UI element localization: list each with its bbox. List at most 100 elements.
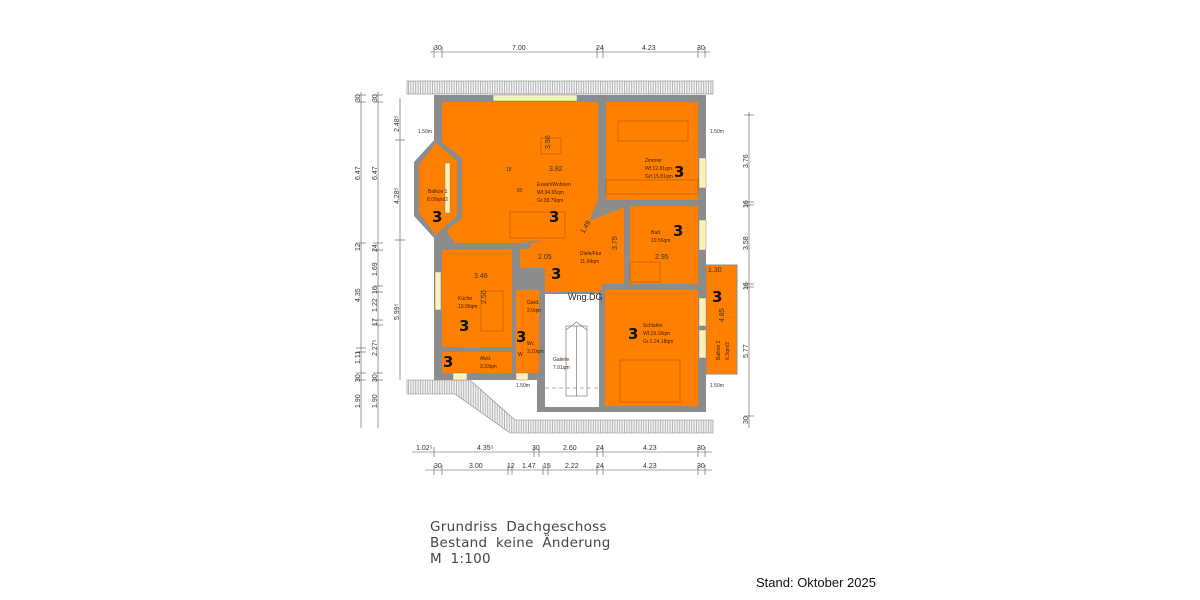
room-abst: Abst. 3.33qm 3: [443, 353, 497, 371]
dim-essen-small2: 80: [517, 188, 523, 194]
dim-left-inner-4: 16: [372, 286, 379, 294]
room-area: 8.09qm/2: [427, 197, 448, 203]
stairwell-galerie: [545, 294, 599, 407]
dim-bottom2-6: 24: [596, 463, 604, 470]
dim-bottom2-0: 30: [434, 463, 442, 470]
room-wfl: Wf.34.65qm: [537, 190, 564, 196]
dim-left-inner-8: 30: [372, 374, 379, 382]
room-number: 3: [628, 325, 638, 343]
room-number: 3: [432, 208, 442, 226]
room-name: Küche: [458, 296, 472, 302]
unit-label: Wng.DG: [568, 292, 603, 302]
room-area: 6.3qm/2: [725, 342, 731, 360]
dim-right-3: 16: [743, 282, 750, 290]
dim-win-br: 1.50m: [710, 383, 724, 389]
room-balkon1: Balkon 1 8.09qm/2 3: [427, 189, 448, 226]
dim-flur-w: 2.05: [538, 254, 552, 261]
dim-left-outer-6: 1.90: [355, 394, 362, 408]
dim-bottom2-4: 15: [543, 463, 551, 470]
dim-right-2: 3.58: [743, 236, 750, 250]
windows: [434, 94, 707, 381]
stand-date: Stand: Oktober 2025: [756, 575, 876, 590]
stair-outline: [545, 321, 599, 397]
room-area: 2.0qm: [527, 308, 541, 314]
dim-bottom1-4: 24: [596, 445, 604, 452]
dim-kueche-h: 2.50: [481, 290, 488, 304]
dim-bad-w: 2.95: [655, 254, 669, 261]
dim-left-outer-4: 1.11: [355, 351, 362, 364]
room-area: 11.94qm: [580, 259, 599, 265]
room-area: 13.90qm: [458, 304, 477, 310]
room-gr: Gr.1.24.18qm: [643, 339, 673, 345]
room-area: 10.56qm: [651, 238, 670, 244]
dim-left-outer-2: 12: [355, 243, 362, 251]
room-name: Galerie: [553, 357, 569, 363]
drawing-scale: M 1:100: [430, 551, 491, 567]
room-area: 3.33qm: [480, 364, 497, 370]
room-name: Bad: [651, 230, 660, 236]
dim-top-3: 4.23: [642, 45, 656, 52]
dim-win-tr: 1.50m: [710, 129, 724, 135]
furniture: [480, 120, 699, 403]
dim-bottom2-8: 30: [697, 463, 705, 470]
dim-left-inner-2: 24: [372, 244, 379, 252]
dim-bottom1-3: 2.60: [563, 445, 577, 452]
interior-walls: [442, 100, 698, 410]
dim-left-inner-0: 30: [372, 94, 379, 102]
room-number: 3: [443, 353, 453, 371]
room-number: 3: [674, 163, 684, 181]
dim-win-bl: 1.50m: [516, 383, 530, 389]
room-wfl: Wf.12.81qm: [645, 166, 672, 172]
dim-right-1: 16: [743, 200, 750, 208]
dim-left-outer-5: 30: [355, 374, 362, 382]
room-name: Diele/Flur: [580, 251, 602, 257]
room-name: Abst.: [480, 356, 491, 362]
room-gr: Grf.15.81qm: [645, 174, 673, 180]
dim-essen-h: 3.90: [545, 135, 552, 149]
dim-right-4: 5.77: [743, 344, 750, 358]
roof-eave-bottom: [406, 379, 714, 434]
dim-bottom2-1: 3.00: [469, 463, 483, 470]
room-fills: [442, 102, 698, 406]
balkon2-floor: [705, 264, 738, 375]
room-schlafen: Schlafen Wf.19.18qm Gr.1.24.18qm 3: [628, 323, 673, 345]
room-kueche: Küche 13.90qm 3: [458, 296, 477, 335]
dim-essen-small1: 18: [506, 167, 512, 173]
dim-top-2: 24: [596, 45, 604, 52]
dim-left-outer-0: 30: [355, 94, 362, 102]
dim-bottom1-0: 1.02⁵: [416, 445, 433, 452]
dim-bottom1-5: 4.23: [643, 445, 657, 452]
room-galerie: Galerie 7.01qm Wng.DG: [553, 292, 603, 371]
room-extra: W: [518, 352, 523, 358]
room-area: 7.01qm: [553, 365, 570, 371]
dim-left-outer-1: 6.47: [355, 166, 362, 180]
room-gr: Gr.38.79qm: [537, 198, 563, 204]
dim-left-inner-6: 17: [372, 318, 379, 326]
dim-left-window-0: 2.48⁵: [394, 115, 401, 132]
room-name: Gard.: [527, 300, 540, 306]
dim-bottom1-1: 4.35⁵: [477, 445, 494, 452]
dim-top-1: 7.00: [512, 45, 526, 52]
room-number: 3: [516, 328, 526, 346]
dim-right-5: 30: [743, 416, 750, 424]
room-gard: Gard. 2.0qm: [527, 300, 541, 314]
dim-win-tl: 1.50m: [418, 129, 432, 135]
room-number: 3: [673, 222, 683, 240]
drawing-title: Grundriss Dachgeschoss: [430, 519, 607, 535]
room-wc: 3 Wc 3.10qm W: [516, 328, 544, 358]
title-block: Grundriss Dachgeschoss Bestand keine Änd…: [430, 519, 611, 567]
room-name: Balkon 2: [716, 340, 722, 360]
dim-bottom1-2: 30: [532, 445, 540, 452]
drawing-subtitle: Bestand keine Änderung: [430, 535, 611, 551]
room-name: Zimmer: [645, 158, 662, 164]
dim-bottom2-7: 4.23: [643, 463, 657, 470]
room-name: Schlafen: [643, 323, 663, 329]
room-balkon2: 3 Balkon 2 6.3qm/2: [712, 288, 731, 360]
room-number: 3: [459, 317, 469, 335]
dim-bottom2-3: 1.47: [522, 463, 536, 470]
right-dimension-chain: [744, 112, 754, 428]
bottom-dimension-chains: [412, 447, 712, 475]
dim-left-inner-1: 6.47: [372, 166, 379, 180]
dim-flur-h: 3.75: [612, 236, 619, 250]
